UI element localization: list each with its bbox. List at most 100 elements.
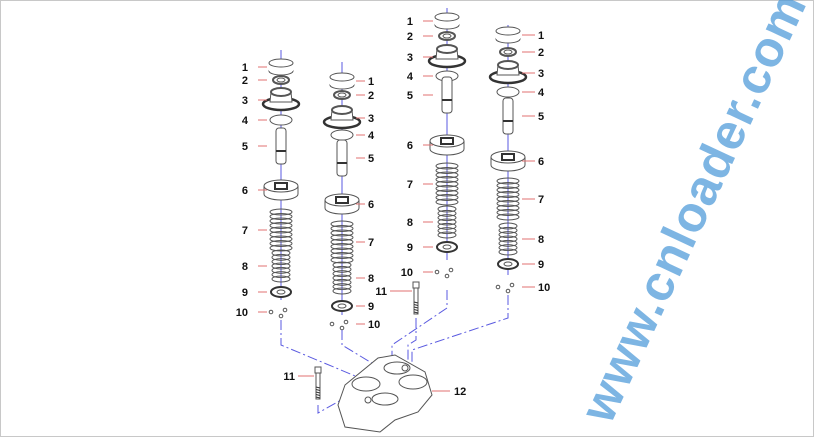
inner-spring	[271, 262, 291, 270]
callout-8: 8	[538, 234, 544, 246]
inner-spring	[437, 205, 457, 213]
inner-spring	[437, 227, 457, 235]
seal-ring	[329, 72, 355, 82]
callout-3: 3	[407, 52, 413, 64]
spring-seat	[335, 196, 349, 204]
outer-spring	[496, 186, 520, 194]
ball	[343, 319, 349, 325]
assembly-line	[407, 318, 417, 362]
o-ring	[330, 129, 354, 141]
thread	[315, 396, 321, 399]
callout-4: 4	[242, 115, 249, 127]
ball	[505, 288, 511, 294]
callout-7: 7	[368, 237, 374, 249]
callout-9: 9	[242, 287, 248, 299]
inner-spring	[332, 283, 352, 291]
plunger	[502, 97, 514, 135]
seal-ring	[495, 26, 521, 36]
cap-screw: 11	[283, 366, 322, 400]
thread	[315, 389, 321, 391]
callout-10: 10	[538, 282, 550, 294]
ball	[434, 269, 440, 275]
spool-cap	[331, 105, 353, 115]
washer	[276, 289, 286, 295]
inner-spring	[498, 248, 518, 256]
retainer	[276, 77, 286, 83]
seal-ring	[434, 12, 460, 22]
inner-spring	[332, 265, 352, 273]
bore	[398, 374, 428, 390]
outer-spring	[330, 252, 354, 259]
callout-5: 5	[538, 111, 544, 123]
plunger	[441, 76, 453, 114]
spring-seat	[501, 153, 515, 161]
inner-spring	[437, 209, 457, 217]
outer-spring	[435, 167, 459, 174]
assembly-line	[391, 290, 448, 360]
callout-2: 2	[368, 90, 374, 102]
plunger	[336, 139, 348, 177]
ball	[495, 284, 501, 290]
callout-7: 7	[538, 194, 544, 206]
callout-4: 4	[407, 71, 414, 83]
inner-spring	[332, 270, 352, 278]
spool-cap	[497, 60, 519, 70]
inner-spring	[498, 226, 518, 234]
outer-spring	[496, 195, 520, 203]
inner-spring	[498, 235, 518, 243]
callout-6: 6	[538, 156, 544, 168]
callout-5: 5	[368, 153, 374, 165]
callout-10: 10	[236, 307, 248, 319]
outer-spring	[496, 182, 520, 189]
inner-spring	[332, 274, 352, 282]
outer-spring	[496, 191, 520, 198]
callout-5: 5	[407, 90, 413, 102]
outer-spring	[435, 198, 459, 206]
spool-cap	[436, 44, 458, 54]
callout-11: 11	[375, 286, 387, 298]
bolt-shank	[315, 372, 321, 400]
outer-spring	[330, 256, 354, 264]
inner-spring	[271, 253, 291, 261]
bore	[371, 392, 399, 406]
washer	[503, 261, 513, 267]
outer-spring	[435, 176, 459, 183]
ball	[329, 321, 335, 327]
callout-1: 1	[407, 16, 413, 28]
retainer	[337, 92, 347, 98]
valve-housing: 12	[337, 354, 466, 433]
outer-spring	[269, 244, 293, 252]
bolt-head	[314, 366, 322, 374]
thread	[413, 304, 419, 306]
callout-4: 4	[368, 130, 375, 142]
thread	[315, 386, 321, 389]
outer-spring	[435, 185, 459, 192]
callout-2: 2	[407, 31, 413, 43]
bore	[351, 376, 381, 392]
thread	[413, 301, 419, 304]
inner-spring	[332, 287, 352, 295]
ball	[278, 313, 284, 319]
outer-spring	[435, 171, 459, 179]
washer	[337, 303, 347, 309]
inner-spring	[498, 239, 518, 247]
thread	[413, 309, 419, 311]
spool-cap	[270, 87, 292, 97]
port	[364, 396, 372, 404]
assembly-line	[411, 295, 509, 372]
callout-4: 4	[538, 87, 545, 99]
assembly-line	[280, 320, 361, 379]
inner-spring	[271, 249, 291, 257]
outer-spring	[269, 222, 293, 229]
outer-spring	[496, 177, 520, 185]
bolt-head	[412, 281, 420, 289]
inner-spring	[437, 218, 457, 226]
inner-spring	[332, 261, 352, 269]
retainer	[442, 33, 452, 39]
cap-screw: 11	[375, 281, 420, 315]
outer-spring	[435, 162, 459, 170]
callout-12: 12	[454, 386, 466, 398]
